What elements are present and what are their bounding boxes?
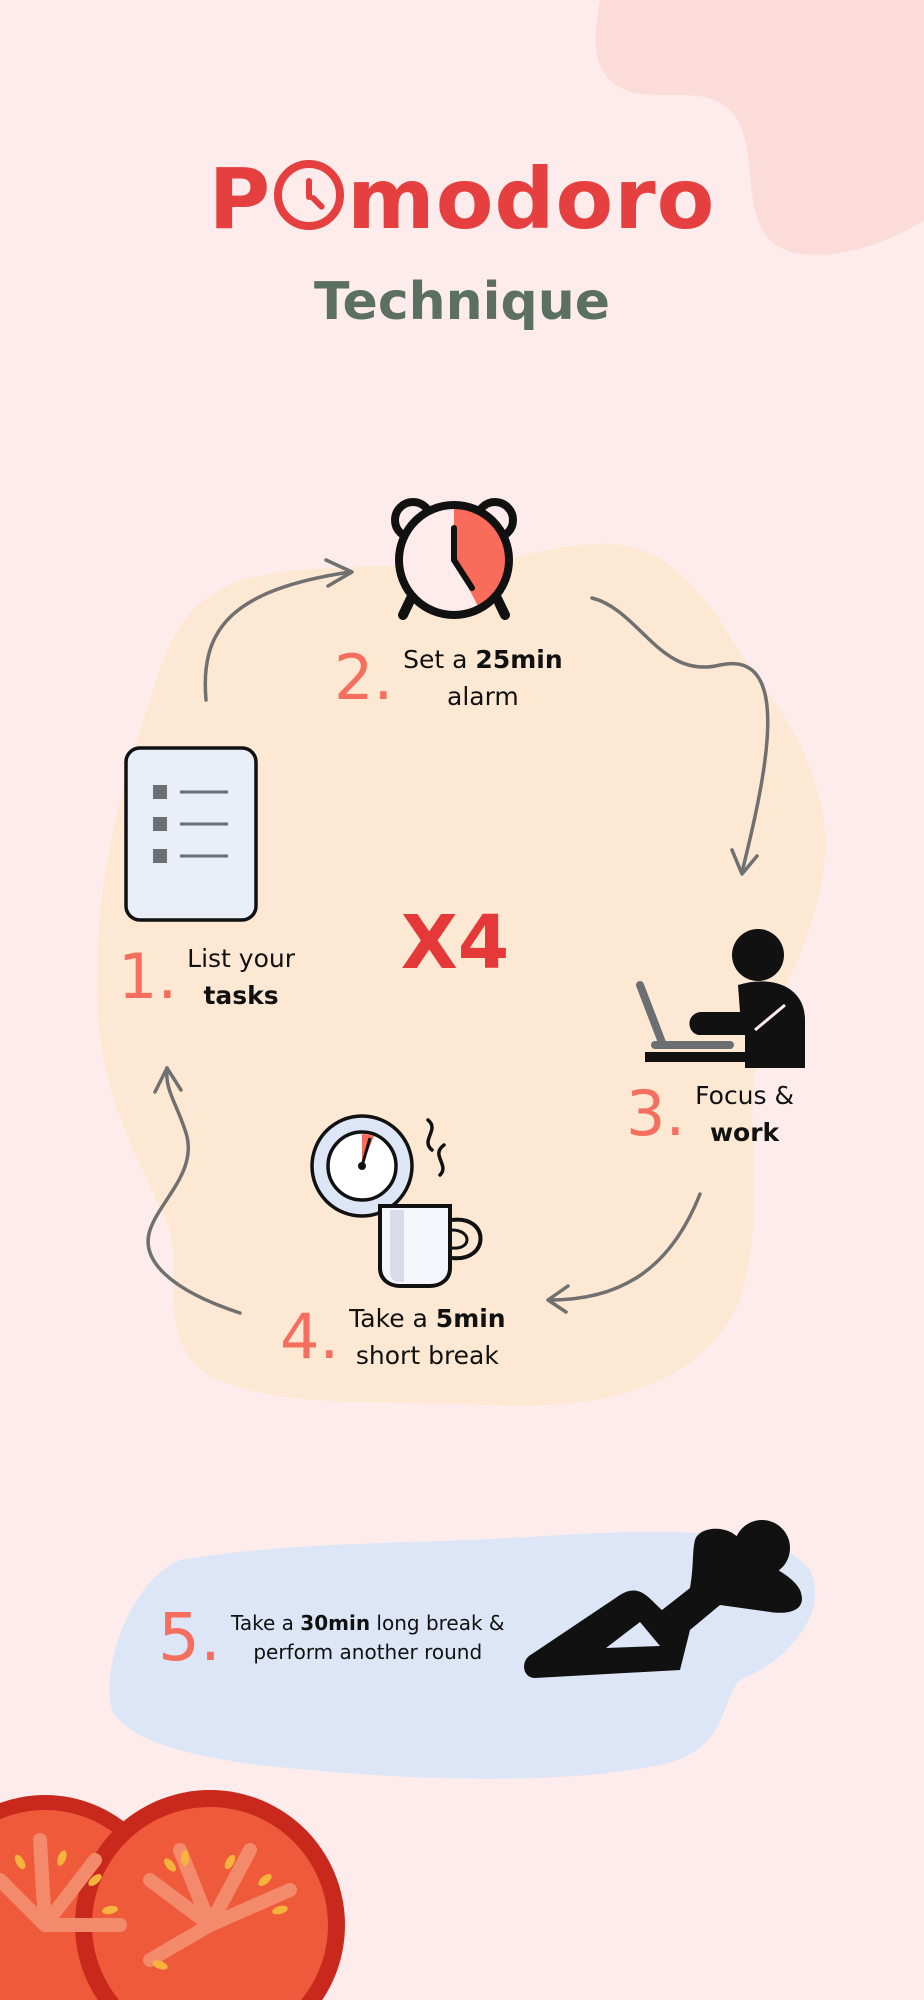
step-text: List your tasks xyxy=(187,940,295,1014)
arrow-4-to-1-head xyxy=(153,1066,183,1094)
step-text-line-1a: Take a xyxy=(230,1611,301,1635)
laptop-worker-icon xyxy=(636,929,805,1068)
step-text: Focus & work xyxy=(695,1077,794,1151)
step-5: 5. Take a 30min long break & perform ano… xyxy=(158,1605,505,1671)
arrow-2-to-3 xyxy=(590,596,770,874)
step-text-line-1: Focus & xyxy=(695,1081,794,1110)
step-text-bold: work xyxy=(709,1118,780,1147)
cycle-arrows xyxy=(146,558,770,1315)
step-text-line-1c: long break & xyxy=(370,1611,505,1635)
step-text: Set a 25min alarm xyxy=(403,641,562,715)
step-text: Take a 5min short break xyxy=(349,1300,505,1374)
page-subtitle: Technique xyxy=(313,272,611,332)
step-number: 2. xyxy=(334,641,394,714)
arrow-1-to-2-head xyxy=(324,558,354,588)
tomato-slice-icon xyxy=(0,1790,345,2000)
title-clock-icon xyxy=(274,160,345,230)
cycle-background-blob xyxy=(96,543,826,1406)
step-text: Take a 30min long break & perform anothe… xyxy=(231,1609,505,1667)
step-text-line-2: perform another round xyxy=(253,1640,483,1664)
arrow-3-to-4-head xyxy=(546,1284,570,1314)
step-number: 3. xyxy=(626,1077,686,1150)
step-text-bold: 25min xyxy=(475,645,563,674)
arrow-2-to-3-head xyxy=(730,848,759,876)
title-part-1: P xyxy=(208,150,272,248)
step-text-line-1: Set a xyxy=(403,645,476,674)
reclining-person-icon xyxy=(524,1520,802,1678)
arrow-1-to-2 xyxy=(203,570,352,702)
step-text-bold: tasks xyxy=(203,981,279,1010)
step-text-bold: 5min xyxy=(435,1304,506,1333)
step-number: 5. xyxy=(158,1599,221,1676)
alarm-clock-icon xyxy=(391,498,517,620)
step-text-line-1: List your xyxy=(187,944,296,973)
title-part-2: modoro xyxy=(347,150,716,248)
task-list-icon xyxy=(124,746,258,922)
step-2: 2. Set a 25min alarm xyxy=(334,641,563,715)
step-text-line-2: short break xyxy=(355,1341,499,1370)
repeat-count: X4 xyxy=(400,900,510,986)
step-number: 4. xyxy=(280,1300,340,1373)
step-1: 1. List your tasks xyxy=(118,940,295,1014)
step-4: 4. Take a 5min short break xyxy=(280,1300,506,1374)
top-right-blob xyxy=(595,0,924,255)
step-text-bold: 30min xyxy=(300,1611,371,1635)
step-3: 3. Focus & work xyxy=(626,1077,794,1151)
arrow-3-to-4 xyxy=(548,1192,702,1302)
step-text-line-1: Take a xyxy=(349,1304,436,1333)
coffee-break-icon xyxy=(310,1114,483,1288)
step-text-line-2: alarm xyxy=(447,682,519,711)
step-number: 1. xyxy=(118,940,178,1013)
arrow-4-to-1 xyxy=(146,1066,242,1315)
